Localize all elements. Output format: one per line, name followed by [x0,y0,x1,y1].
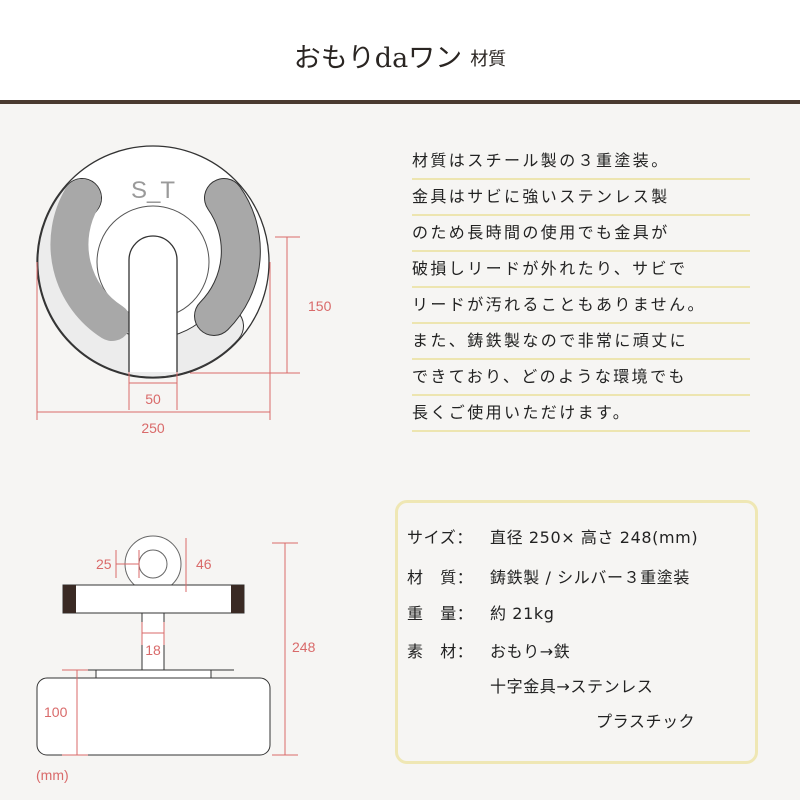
spec-material-value: 鋳鉄製 / シルバー３重塗装 [490,568,690,587]
spec-element-label: 素 材： [407,642,474,661]
page-title: おもりdaワン材質 [0,36,800,75]
header-divider [0,100,800,104]
description-line-7: できており、どのような環境でも [412,360,750,396]
spec-element-value-2: 十字金具→ステンレス [490,677,654,696]
spec-weight-value: 約 21kg [490,604,555,623]
description-line-6: また、鋳鉄製なので非常に頑丈に [412,324,750,360]
description-line-5: リードが汚れることもありません。 [412,288,750,324]
product-name: おもりdaワン [293,43,463,74]
right-grip [195,179,260,335]
spec-element-value-1: おもり→鉄 [490,642,571,661]
cross-bar [62,584,245,614]
description-line-3: のため長時間の使用でも金具が [412,216,750,252]
spec-box [395,500,758,764]
side-view: 25 46 248 18 100 (mm) [36,535,316,783]
top-view: S_T 150 50 250 [36,145,332,436]
description-line-1: 材質はスチール製の３重塗装。 [412,144,750,180]
dim-label-250: 250 [141,420,165,436]
unit-label: (mm) [36,767,69,783]
description-line-2: 金具はサビに強いステンレス製 [412,180,750,216]
description-line-4: 破損しリードが外れたり、サビで [412,252,750,288]
weight-logo: S_T [131,177,175,204]
base-weight [36,677,271,756]
hook-ring-inner [138,549,168,579]
header [0,0,800,100]
left-grip [50,179,131,341]
cross-bar-left-cap [63,585,76,613]
description-line-8: 長くご使用いただけます。 [412,396,750,432]
dim-label-25: 25 [96,556,112,572]
dim-label-248: 248 [292,639,316,655]
hook-shaft [128,235,178,372]
title-suffix: 材質 [470,49,507,70]
spec-weight-label: 重 量： [407,604,474,623]
dim-label-50: 50 [145,391,161,407]
dim-label-46: 46 [196,556,212,572]
spec-material-label: 材 質： [407,568,474,587]
dim-label-150: 150 [308,298,332,314]
spec-size-value: 直径 250× 高さ 248(mm) [490,528,699,547]
dim-label-18: 18 [145,642,161,658]
base-top-plate [95,669,212,679]
spec-size-label: サイズ： [407,528,473,547]
spec-element-value-3: プラスチック [596,712,696,731]
dim-label-100: 100 [44,704,68,720]
cross-bar-right-cap [231,585,244,613]
